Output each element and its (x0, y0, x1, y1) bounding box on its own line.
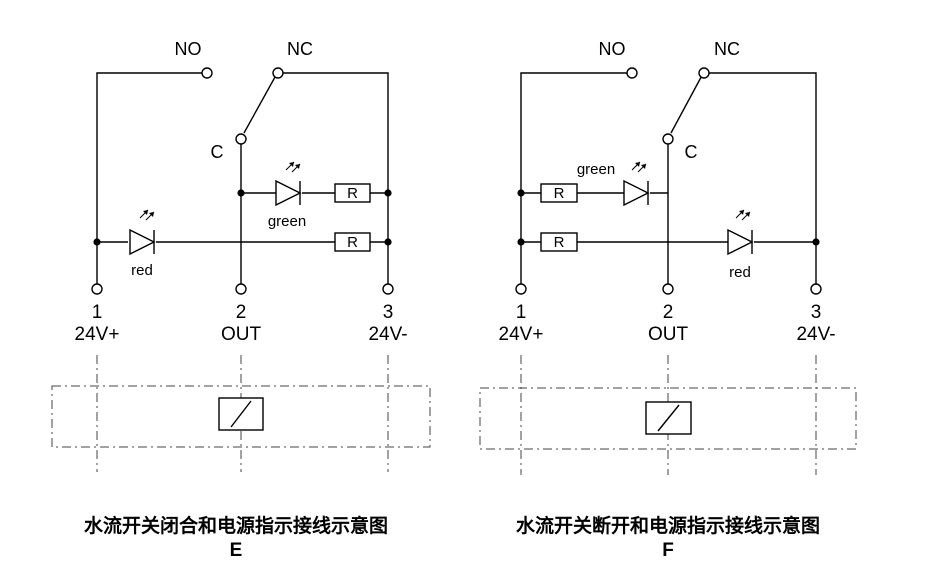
terminal-e-1-label: 24V+ (75, 324, 120, 345)
terminal-f-no (626, 67, 638, 79)
terminal-e-nc (272, 67, 284, 79)
label-e-c: C (211, 142, 224, 162)
svg-text:R: R (554, 234, 565, 251)
junction-f-3 (812, 238, 820, 246)
caption-e-letter: E (230, 540, 243, 561)
terminal-f-nc (698, 67, 710, 79)
terminal-f-1-label: 24V+ (499, 324, 544, 345)
label-f-green: green (577, 161, 615, 178)
resistor-f-red: R (540, 232, 578, 252)
label-f-c: C (685, 142, 698, 162)
wire-f-nc-to-3 (704, 72, 817, 284)
junction-e-2 (384, 189, 392, 197)
caption-f: 水流开关断开和电源指示接线示意图 (516, 514, 820, 537)
terminal-f-2-number: 2 (663, 302, 674, 323)
terminal-f-3-number: 3 (811, 302, 822, 323)
label-f-no: NO (599, 39, 626, 59)
terminal-f-c (662, 133, 674, 145)
caption-e: 水流开关闭合和电源指示接线示意图 (84, 514, 388, 537)
terminal-f-3 (810, 283, 822, 295)
switch-f-blade (670, 67, 707, 134)
wire-e-no-to-1 (96, 72, 207, 284)
junction-e-3 (93, 238, 101, 246)
terminal-f-2 (662, 283, 674, 295)
switch-e-blade (243, 67, 281, 134)
label-e-red: red (131, 262, 153, 279)
terminal-e-2 (235, 283, 247, 295)
relay-coil-e-icon (218, 397, 264, 431)
red-led-icon (129, 209, 156, 256)
relay-coil-f-icon (645, 401, 692, 435)
terminal-f-2-label: OUT (648, 324, 689, 345)
svg-text:R: R (347, 185, 358, 202)
terminal-f-1 (515, 283, 527, 295)
terminal-e-1 (91, 283, 103, 295)
green-led-icon (623, 161, 650, 207)
terminal-f-1-number: 1 (516, 302, 527, 323)
junction-f-1 (517, 189, 525, 197)
red-led-icon (727, 209, 754, 256)
svg-text:R: R (347, 234, 358, 251)
terminal-e-c (235, 133, 247, 145)
label-e-no: NO (175, 39, 202, 59)
diagram-f: R R NO NC C green red 1 24V+ 2 OUT 3 24V… (479, 39, 857, 561)
terminal-e-3-label: 24V- (368, 324, 407, 345)
junction-e-4 (384, 238, 392, 246)
terminal-e-2-number: 2 (236, 302, 247, 323)
label-e-green: green (268, 213, 306, 230)
terminal-e-3 (382, 283, 394, 295)
terminal-e-3-number: 3 (383, 302, 394, 323)
terminal-e-2-label: OUT (221, 324, 262, 345)
junction-f-2 (517, 238, 525, 246)
label-f-red: red (729, 264, 751, 281)
device-e-outline (51, 385, 431, 448)
resistor-e-green: R (334, 183, 371, 203)
svg-text:R: R (554, 185, 565, 202)
terminal-e-1-number: 1 (92, 302, 103, 323)
label-f-nc: NC (714, 39, 740, 59)
caption-f-letter: F (662, 540, 674, 561)
device-f-outline (479, 387, 857, 450)
resistor-f-green: R (540, 183, 578, 203)
diagram-e: R R NO NC C green red 1 24V+ 2 OUT 3 24V… (51, 39, 431, 561)
label-e-nc: NC (287, 39, 313, 59)
terminal-e-no (201, 67, 213, 79)
wire-f-no-to-1 (520, 72, 632, 284)
junction-e-1 (237, 189, 245, 197)
terminal-f-3-label: 24V- (796, 324, 835, 345)
resistor-e-red: R (334, 232, 371, 252)
wire-e-nc-to-3 (278, 72, 389, 284)
green-led-icon (275, 161, 302, 207)
